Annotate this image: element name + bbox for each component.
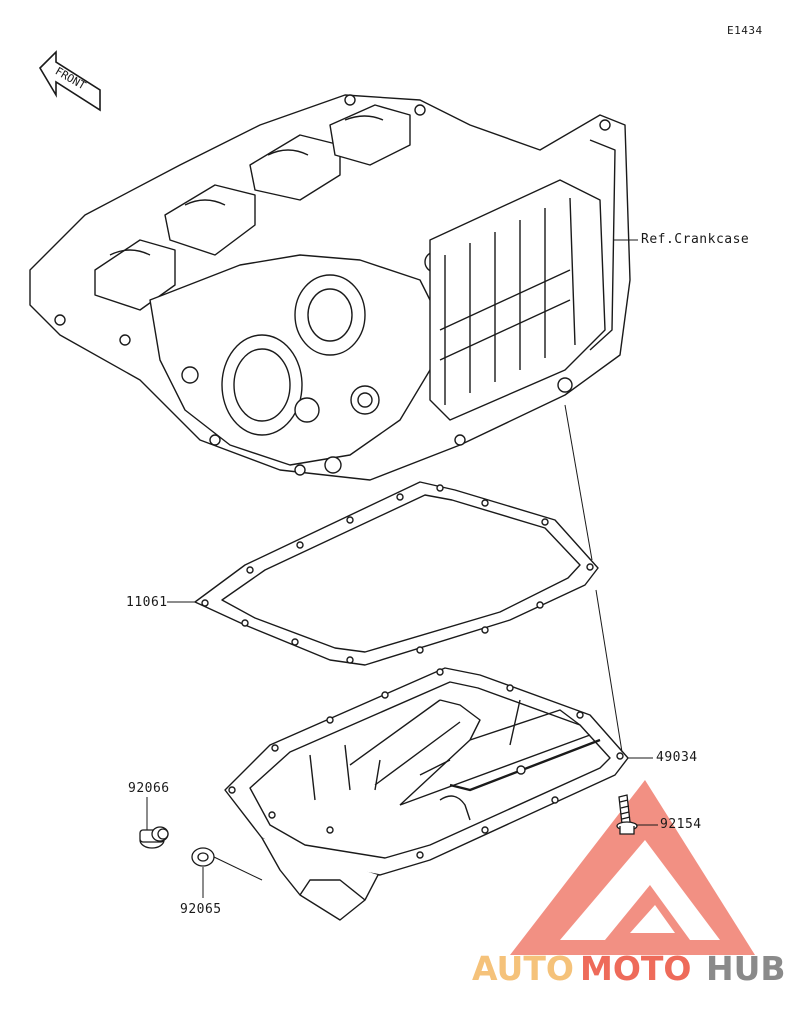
part-label-92154[interactable]: 92154 bbox=[660, 817, 702, 832]
part-label-92066[interactable]: 92066 bbox=[128, 781, 170, 796]
part-label-ref-crankcase[interactable]: Ref.Crankcase bbox=[641, 232, 750, 247]
oil-pan-gasket bbox=[194, 481, 599, 666]
watermark-text-moto: MOTO bbox=[580, 949, 692, 988]
leader-lines bbox=[146, 239, 658, 898]
oil-pan bbox=[224, 667, 629, 921]
diagram-code: E1434 bbox=[727, 24, 763, 37]
washer bbox=[191, 847, 215, 867]
front-arrow-icon: FRONT bbox=[38, 50, 101, 112]
part-label-49034[interactable]: 49034 bbox=[656, 750, 698, 765]
flange-bolt bbox=[616, 794, 638, 835]
crankcase-drawing bbox=[29, 94, 631, 481]
part-label-11061[interactable]: 11061 bbox=[126, 595, 168, 610]
watermark-text-auto: AUTO bbox=[472, 949, 574, 988]
drain-plug bbox=[139, 826, 169, 849]
watermark-logo-icon bbox=[510, 780, 755, 955]
watermark-text-hub: HUB bbox=[706, 949, 786, 988]
part-label-92065[interactable]: 92065 bbox=[180, 902, 222, 917]
